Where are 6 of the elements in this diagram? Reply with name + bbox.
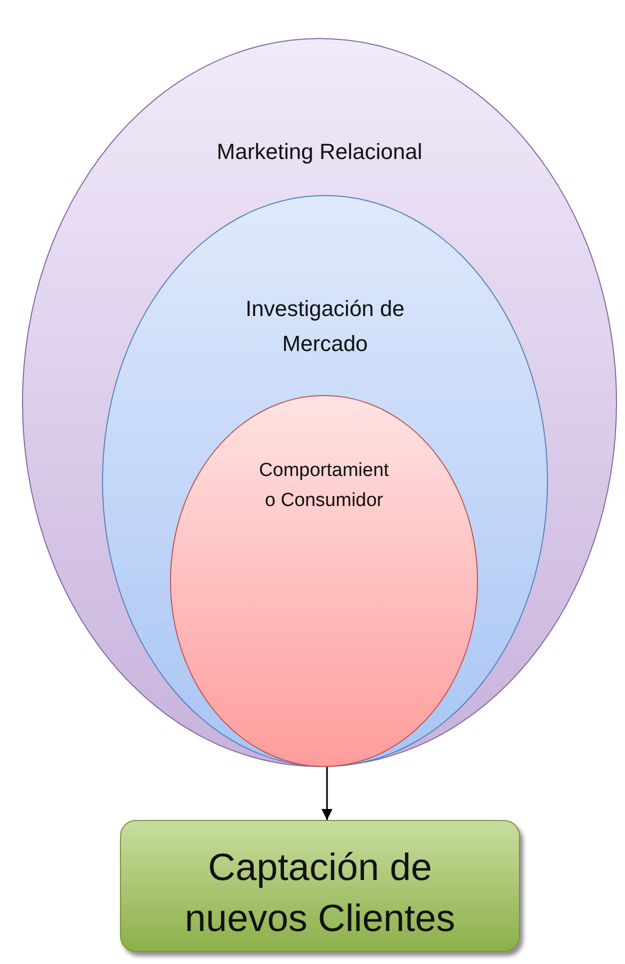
concept-label: Comportamient o Consumidor	[258, 459, 390, 514]
result-box	[120, 820, 520, 952]
concept-label: Marketing Relacional	[216, 138, 424, 166]
result-text: Captación de nuevos Clientes	[184, 846, 456, 942]
arrow	[321, 767, 333, 820]
concept-label: Investigación de Mercado	[244, 295, 406, 358]
